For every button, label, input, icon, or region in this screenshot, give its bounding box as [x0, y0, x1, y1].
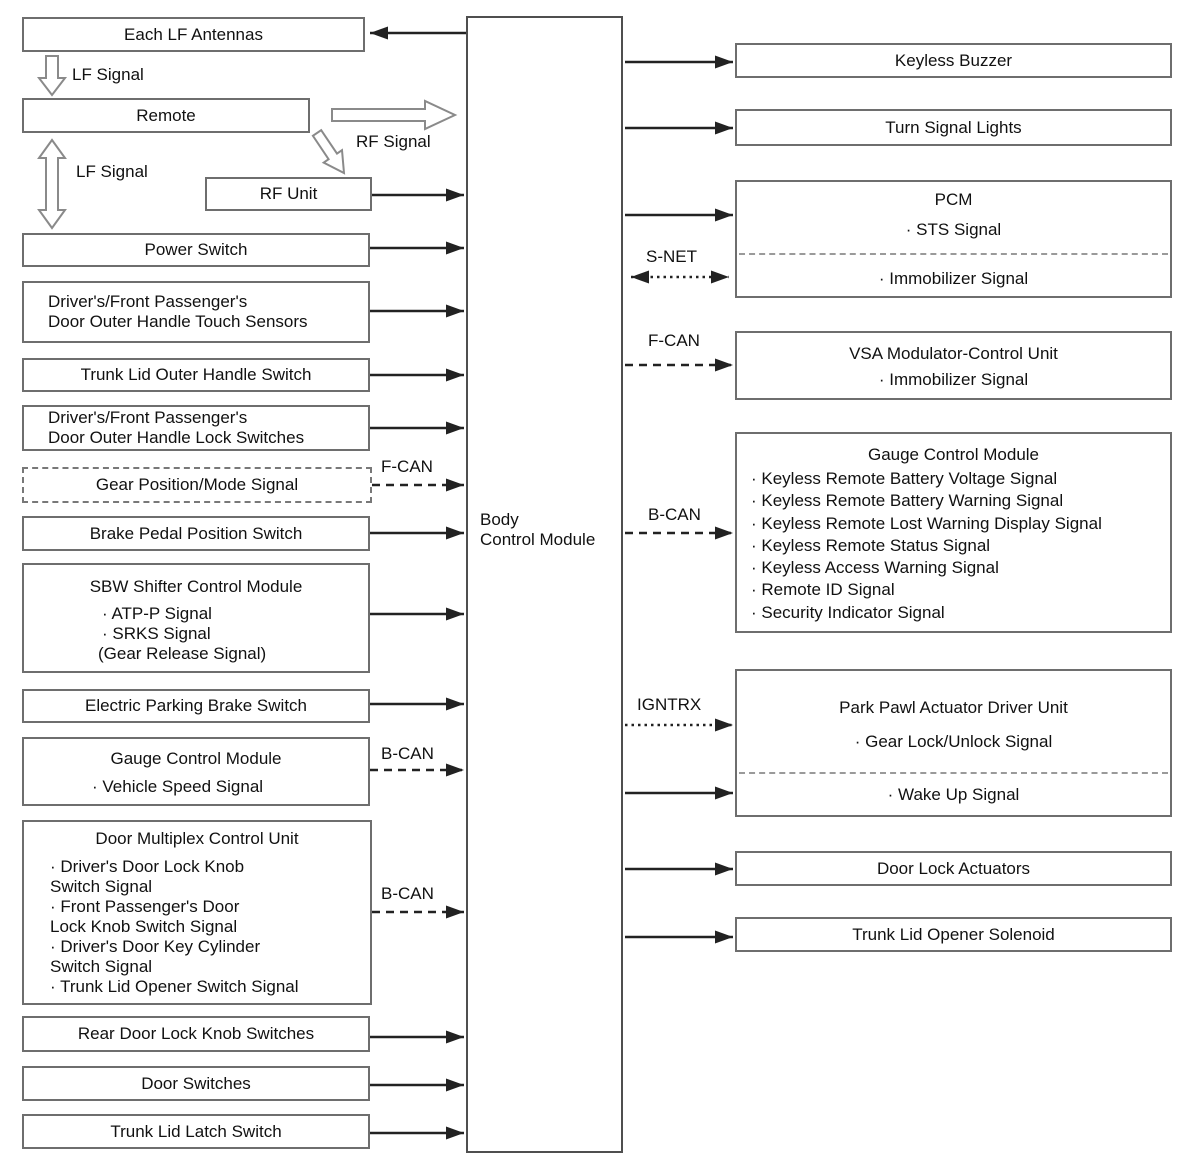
box-bullets: · Keyless Remote Battery Voltage Signal … — [737, 468, 1170, 624]
box-bullets: · Vehicle Speed Signal — [24, 777, 368, 797]
hollow-diagonal-arrow-remote-to-rf-unit — [311, 128, 346, 175]
box-door-multiplex-control-unit: Door Multiplex Control Unit · Driver's D… — [22, 820, 372, 1005]
box-line: Door Outer Handle Lock Switches — [48, 428, 305, 447]
body-control-module-box: Body Control Module — [466, 16, 623, 1153]
park-pawl-internal-divider — [739, 772, 1168, 774]
box-title: Brake Pedal Position Switch — [89, 523, 303, 543]
box-gear-position-mode-signal: Gear Position/Mode Signal — [22, 467, 372, 503]
box-bullet: · Immobilizer Signal — [878, 269, 1029, 288]
b-can-label-gauge-left: B-CAN — [381, 744, 434, 763]
box-title: Trunk Lid Outer Handle Switch — [80, 365, 312, 384]
box-bullets: · ATP-P Signal · SRKS Signal (Gear Relea… — [24, 604, 368, 664]
box-title: Trunk Lid Latch Switch — [110, 1121, 282, 1141]
lf-signal-label-mid: LF Signal — [76, 162, 148, 181]
box-park-pawl-actuator-driver-unit: Park Pawl Actuator Driver Unit · Gear Lo… — [735, 669, 1172, 817]
box-trunk-lid-outer-handle-switch: Trunk Lid Outer Handle Switch — [22, 358, 370, 392]
box-line: Driver's/Front Passenger's — [48, 292, 248, 311]
box-bullet: · ATP-P Signal — [102, 604, 212, 623]
box-bullet: · Wake Up Signal — [887, 785, 1020, 804]
box-turn-signal-lights: Turn Signal Lights — [735, 109, 1172, 146]
box-keyless-buzzer: Keyless Buzzer — [735, 43, 1172, 78]
rf-signal-label: RF Signal — [356, 132, 431, 151]
s-net-label: S-NET — [646, 247, 697, 266]
box-bullet: · Remote ID Signal — [751, 580, 895, 600]
box-bullet: · Keyless Access Warning Signal — [751, 558, 999, 578]
f-can-label-right: F-CAN — [648, 331, 700, 350]
box-bullets: · Driver's Door Lock Knob Switch Signal … — [24, 857, 370, 997]
box-title: RF Unit — [259, 184, 318, 203]
box-title: Park Pawl Actuator Driver Unit — [839, 698, 1068, 717]
box-title: Door Lock Actuators — [876, 858, 1031, 878]
box-line: Switch Signal — [50, 957, 153, 976]
box-gauge-control-module-left: Gauge Control Module · Vehicle Speed Sig… — [22, 737, 370, 806]
box-bullet: · Immobilizer Signal — [878, 370, 1029, 389]
box-title: Gear Position/Mode Signal — [95, 475, 299, 494]
box-remote: Remote — [22, 98, 310, 133]
box-title: Remote — [136, 105, 196, 125]
box-bullet: · Vehicle Speed Signal — [92, 777, 264, 796]
box-title: Power Switch — [144, 240, 248, 259]
lf-signal-label-top: LF Signal — [72, 65, 144, 84]
box-bullet: · Keyless Remote Battery Voltage Signal — [751, 469, 1058, 488]
box-bullet: (Gear Release Signal) — [98, 644, 267, 663]
box-title: Gauge Control Module — [867, 445, 1040, 464]
box-title: Keyless Buzzer — [894, 50, 1013, 70]
box-line: · Driver's Door Key Cylinder — [50, 937, 261, 956]
box-door-outer-handle-touch-sensors: Driver's/Front Passenger's Door Outer Ha… — [22, 281, 370, 343]
igntrx-label: IGNTRX — [637, 695, 702, 714]
b-can-label-right: B-CAN — [648, 505, 701, 524]
box-power-switch: Power Switch — [22, 233, 370, 267]
box-title: PCM — [934, 190, 973, 209]
box-each-lf-antennas: Each LF Antennas — [22, 17, 365, 52]
hollow-right-arrow-rf-signal — [331, 99, 458, 131]
bcm-label-line2: Control Module — [480, 530, 596, 549]
box-trunk-lid-latch-switch: Trunk Lid Latch Switch — [22, 1114, 370, 1149]
box-title: Gauge Control Module — [110, 749, 282, 768]
box-line: Switch Signal — [50, 877, 153, 896]
box-rear-door-lock-knob-switches: Rear Door Lock Knob Switches — [22, 1016, 370, 1052]
box-bullet: · Gear Lock/Unlock Signal — [854, 732, 1053, 751]
box-bullet: · Security Indicator Signal — [751, 602, 945, 622]
box-bullet: · Keyless Remote Lost Warning Display Si… — [751, 513, 1102, 533]
hollow-double-arrow-lf-signal — [37, 138, 67, 230]
box-brake-pedal-position-switch: Brake Pedal Position Switch — [22, 516, 370, 551]
box-title: Rear Door Lock Knob Switches — [77, 1024, 315, 1043]
box-bullet: · SRKS Signal — [102, 624, 211, 643]
box-title: Door Multiplex Control Unit — [95, 829, 299, 848]
box-sbw-shifter-control-module: SBW Shifter Control Module · ATP-P Signa… — [22, 563, 370, 673]
box-bullet: · Keyless Remote Status Signal — [751, 535, 991, 555]
box-line: Lock Knob Switch Signal — [50, 917, 238, 936]
box-title: Electric Parking Brake Switch — [84, 696, 308, 715]
box-door-outer-handle-lock-switches: Driver's/Front Passenger's Door Outer Ha… — [22, 405, 370, 451]
box-title: Turn Signal Lights — [885, 117, 1022, 137]
box-trunk-lid-opener-solenoid: Trunk Lid Opener Solenoid — [735, 917, 1172, 952]
box-title: Trunk Lid Opener Solenoid — [852, 924, 1055, 944]
bcm-label-line1: Body — [480, 510, 519, 529]
f-can-label-left: F-CAN — [381, 457, 433, 476]
box-title: VSA Modulator-Control Unit — [849, 344, 1058, 363]
hollow-down-arrow-lf-signal — [36, 55, 68, 97]
box-line: · Driver's Door Lock Knob — [50, 857, 245, 876]
box-door-lock-actuators: Door Lock Actuators — [735, 851, 1172, 886]
box-pcm: PCM · STS Signal · Immobilizer Signal — [735, 180, 1172, 298]
box-electric-parking-brake-switch: Electric Parking Brake Switch — [22, 689, 370, 723]
b-can-label-door: B-CAN — [381, 884, 434, 903]
box-line: Door Outer Handle Touch Sensors — [48, 312, 308, 331]
box-rf-unit: RF Unit — [205, 177, 372, 211]
box-gauge-control-module-right: Gauge Control Module · Keyless Remote Ba… — [735, 432, 1172, 633]
box-title: SBW Shifter Control Module — [89, 577, 303, 596]
box-door-switches: Door Switches — [22, 1066, 370, 1101]
box-bullet: · STS Signal — [905, 220, 1002, 239]
box-title: Door Switches — [141, 1073, 251, 1093]
box-title: Each LF Antennas — [124, 24, 263, 44]
body-control-module-label: Body Control Module — [480, 510, 595, 550]
box-line: · Trunk Lid Opener Switch Signal — [50, 977, 299, 996]
box-line: · Front Passenger's Door — [50, 897, 240, 916]
box-line: Driver's/Front Passenger's — [48, 408, 248, 427]
pcm-internal-divider — [739, 253, 1168, 255]
box-vsa-modulator-control-unit: VSA Modulator-Control Unit · Immobilizer… — [735, 331, 1172, 400]
box-bullet: · Keyless Remote Battery Warning Signal — [751, 491, 1064, 511]
